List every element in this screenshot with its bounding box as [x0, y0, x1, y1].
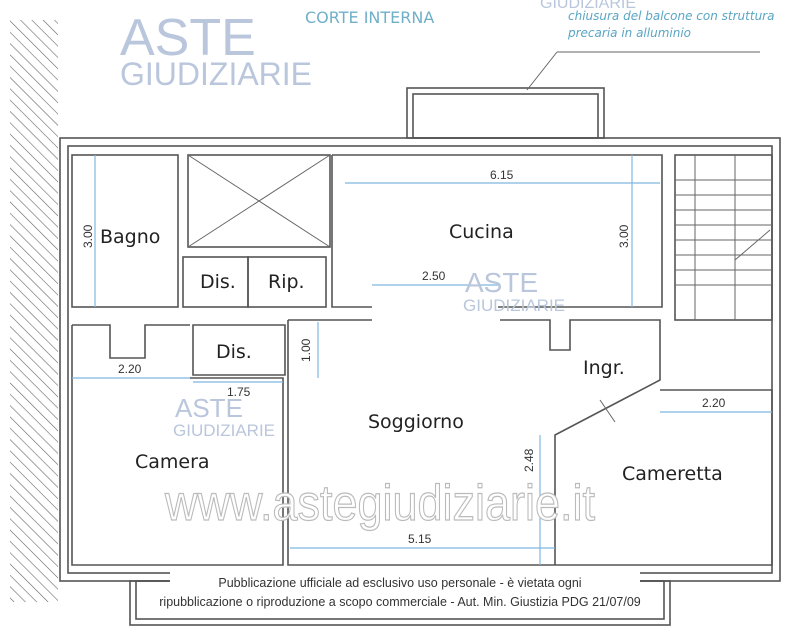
dim-cucina-height: 3.00 [617, 224, 631, 248]
watermark-aste-2: ASTE [465, 267, 538, 298]
watermark-aste-3: ASTE [175, 393, 243, 423]
room-label-bagno: Bagno [100, 226, 160, 248]
hatched-boundary-wall [10, 20, 58, 602]
balcony-note-line1: chiusura del balcone con struttura [568, 9, 774, 23]
watermark-giudiziarie-3: GIUDIZIARIE [173, 421, 275, 440]
interior-walls [71, 154, 773, 566]
dim-cucina-inner: 2.50 [422, 269, 446, 283]
dimension-lines [72, 155, 772, 565]
watermark-url: www.astegiudiziarie.it [164, 475, 595, 531]
room-label-dis: Dis. [200, 271, 236, 293]
room-label-cameretta: Cameretta [622, 463, 723, 485]
room-label-camera: Camera [135, 451, 210, 473]
room-label-rip: Rip. [268, 271, 305, 293]
watermark-aste: ASTE [120, 9, 256, 67]
room-label-dis-2: Dis. [216, 341, 252, 363]
dim-soggiorno-width: 5.15 [408, 532, 432, 546]
dim-soggiorno-height: 2.48 [522, 448, 536, 472]
room-label-soggiorno: Soggiorno [368, 411, 464, 433]
room-label-ingr: Ingr. [583, 357, 625, 379]
balcony-note-line2: precaria in alluminio [567, 26, 691, 40]
shaft [187, 154, 331, 248]
watermark-giudiziarie: GIUDIZIARIE [120, 56, 312, 92]
dim-cucina-width: 6.15 [490, 168, 514, 182]
dim-bagno-height: 3.00 [81, 224, 95, 248]
dim-dis-height: 1.00 [299, 338, 313, 362]
watermark-logo: ASTE GIUDIZIARIE ASTE GIUDIZIARIE ASTE G… [120, 0, 636, 440]
stairs [674, 154, 773, 321]
dim-dis-width: 1.75 [227, 385, 251, 399]
watermark-giudiziarie-2: GIUDIZIARIE [463, 296, 565, 315]
dim-camera-width: 2.20 [118, 362, 142, 376]
court-label: CORTE INTERNA [305, 8, 434, 27]
disclaimer-line2: ripubblicazione o riproduzione a scopo c… [159, 595, 641, 609]
room-label-cucina: Cucina [449, 221, 514, 243]
watermark-giudiziarie-cut: GIUDIZIARIE [540, 0, 636, 12]
top-balcony [406, 87, 605, 139]
dim-cameretta-width: 2.20 [702, 396, 726, 410]
bagno-room [71, 154, 179, 308]
disclaimer-line1: Pubblicazione ufficiale ad esclusivo uso… [218, 576, 581, 590]
